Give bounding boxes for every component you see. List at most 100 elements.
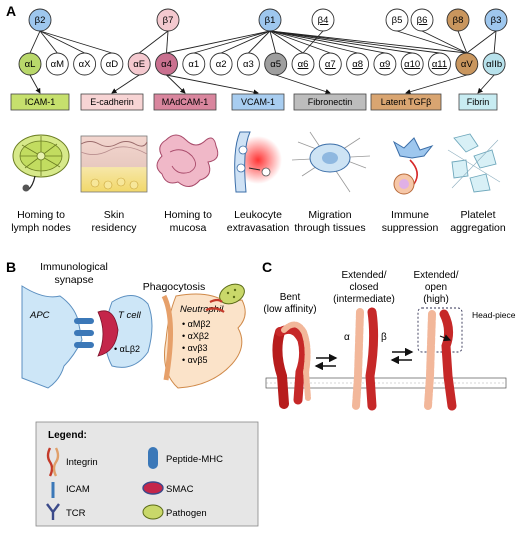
ligand-arrow	[29, 74, 41, 94]
ligand-label: Latent TGFβ	[381, 97, 432, 107]
alpha-node-label: α7	[325, 59, 336, 70]
alpha-node-aD: αD	[100, 52, 124, 76]
ligand-label: VCAM-1	[241, 97, 275, 107]
alpha-node-label: αL	[25, 59, 36, 70]
ligand-box-4: Fibronectin	[293, 93, 367, 111]
function-caption-line1: Platelet	[460, 209, 495, 221]
beta-node-b4: β4	[311, 8, 335, 32]
tcr-icon	[46, 503, 60, 520]
beta-node-label: β3	[491, 15, 502, 26]
open-title-line1: Extended/	[413, 270, 458, 281]
beta-subunits: β2 β7 β1 β4 β5 β6 β8 β3	[28, 8, 508, 32]
beta-node-label: β2	[35, 15, 46, 26]
alpha-node-a8: α8	[346, 52, 370, 76]
pairing-line-b1-a9	[269, 30, 385, 54]
equilibrium-arrows-1	[314, 353, 338, 371]
ligand-arrow	[275, 74, 331, 95]
beta-node-b3: β3	[484, 8, 508, 32]
integrin-icon	[46, 447, 54, 477]
beta-node-label: β1	[265, 15, 276, 26]
ligand-arrow	[111, 74, 140, 94]
beta-node-b5: β5	[385, 8, 409, 32]
pairing-line-b1-a7	[269, 30, 331, 54]
alpha-node-a10: α10	[400, 52, 424, 76]
function-caption-line1: Migration	[308, 209, 351, 221]
ligand-arrow	[405, 74, 467, 95]
alpha-node-aX: αX	[73, 52, 97, 76]
alpha-node-label: αD	[106, 59, 118, 70]
lymph-node-illustration	[12, 134, 70, 192]
alpha-node-aM: αM	[45, 52, 69, 76]
alpha-node-label: α10	[404, 59, 420, 70]
alpha-node-label: αM	[51, 59, 64, 70]
alpha-node-aL: αL	[18, 52, 42, 76]
peptide-mhc-icon	[148, 447, 158, 469]
ligand-box-5: Latent TGFβ	[370, 93, 442, 111]
alpha-node-label: α5	[270, 59, 281, 70]
pairing-line-b2-aD	[39, 30, 113, 54]
platelet-illustration	[447, 133, 501, 193]
panel-b-label: B	[6, 259, 16, 275]
pairing-lines	[29, 30, 497, 54]
beta-node-b8: β8	[446, 8, 470, 32]
phagocytosis-title: Phagocytosis	[143, 281, 205, 293]
pairing-line-b8-aV	[457, 30, 468, 54]
closed-title-line1: Extended/	[341, 270, 386, 281]
pairing-line-b4-a6	[302, 30, 324, 54]
alpha-node-label: αIIb	[486, 59, 502, 70]
pairing-line-b7-aE	[138, 30, 169, 54]
open-title-line3: (high)	[423, 294, 449, 305]
pairing-line-b1-a5	[269, 30, 277, 54]
alpha-node-a6: α6	[291, 52, 315, 76]
legend-pathogen: Pathogen	[166, 508, 207, 519]
pairing-line-b5-aV	[396, 30, 467, 54]
ligand-label: MAdCAM-1	[162, 97, 209, 107]
closed-title-line3: (intermediate)	[333, 294, 395, 305]
function-caption-line2: suppression	[382, 222, 439, 234]
alpha-node-label: αX	[79, 59, 91, 70]
pairing-line-b2-aX	[39, 30, 85, 54]
legend: Legend: Integrin Peptide-MHC ICAM SMAC T…	[35, 421, 259, 527]
ligand-box-6: Fibrin	[458, 93, 498, 111]
alpha-node-label: αV	[461, 59, 473, 70]
legend-tcr: TCR	[66, 508, 86, 519]
bent-title-line1: Bent	[280, 292, 301, 303]
alpha-node-label: α1	[188, 59, 199, 70]
alpha-node-label: α3	[243, 59, 254, 70]
neutrophil-integrin-3: • αvβ3	[182, 343, 208, 353]
alpha-node-a9: α9	[373, 52, 397, 76]
beta-node-b7: β7	[156, 8, 180, 32]
beta-node-b2: β2	[28, 8, 52, 32]
pairing-line-b1-aV	[269, 30, 467, 54]
neutrophil-label: Neutrophil	[180, 304, 224, 315]
pairing-line-b2-aM	[39, 30, 58, 54]
pairing-line-b3-aV	[466, 30, 497, 54]
function-caption-line2: lymph nodes	[11, 222, 71, 234]
legend-icam: ICAM	[66, 484, 90, 495]
ligand-label: Fibrin	[467, 97, 490, 107]
head-piece-label: Head-piece	[472, 310, 516, 320]
neutrophil-integrin-4: • αvβ5	[182, 355, 208, 365]
neutrophil-integrin-1: • αMβ2	[182, 319, 211, 329]
extravasation-illustration	[234, 131, 282, 193]
t-cell-label: T cell	[118, 310, 142, 321]
alpha-node-a11: α11	[428, 52, 451, 76]
alpha-node-a1: α1	[182, 52, 206, 76]
panel-a-label: A	[6, 3, 16, 19]
ligand-box-0: ICAM-1	[10, 93, 70, 111]
alpha-node-label: α6	[298, 59, 309, 70]
t-cell-integrin: • αLβ2	[114, 344, 140, 354]
alpha-node-aE: αE	[127, 52, 151, 76]
pairing-line-b1-a2	[220, 30, 271, 54]
ligand-label: Fibronectin	[308, 97, 353, 107]
ligand-arrow	[166, 74, 186, 94]
alpha-label: α	[344, 332, 350, 343]
alpha-node-aIIb: αIIb	[482, 52, 506, 76]
function-caption-line2: through tissues	[294, 222, 365, 234]
open-title-line2: open	[425, 282, 447, 293]
beta-node-label: β5	[392, 15, 403, 26]
beta-node-b6: β6	[410, 8, 434, 32]
